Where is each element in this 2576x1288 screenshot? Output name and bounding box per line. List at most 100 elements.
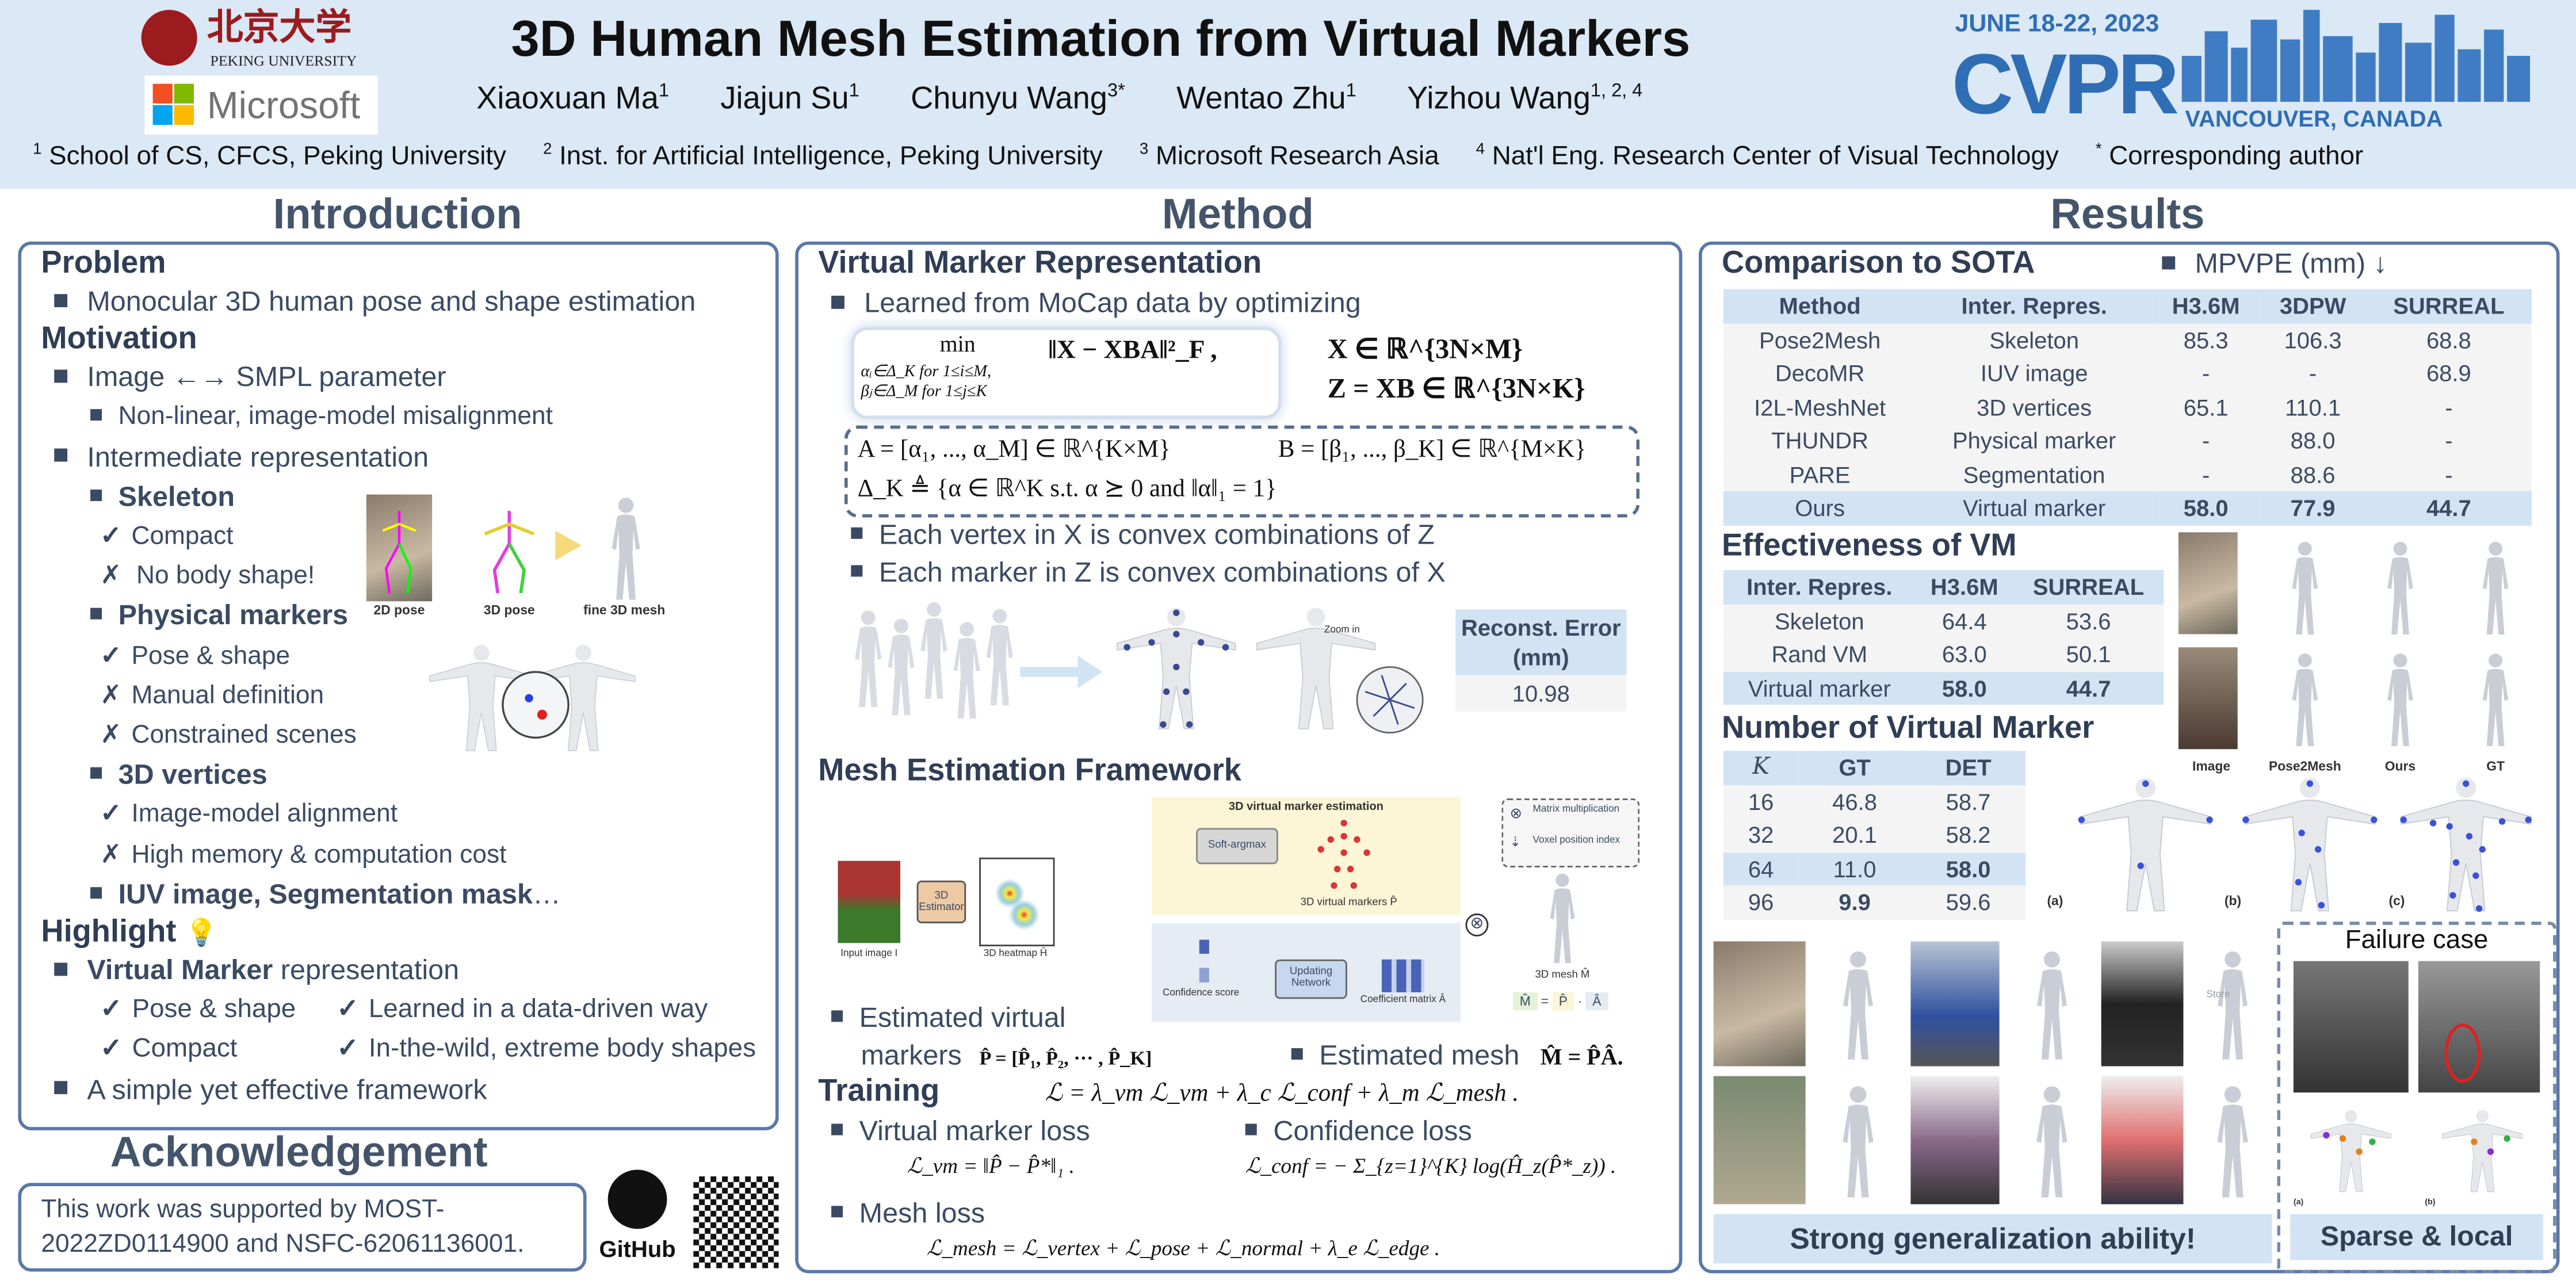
bullet-icon — [54, 449, 68, 462]
table-cell: 68.9 — [2365, 356, 2532, 391]
affiliation: * Corresponding author — [2095, 141, 2363, 171]
formula-objective: ‖X − XBA‖²_F , — [1048, 337, 1217, 365]
bullet-icon — [90, 608, 102, 620]
table-cell: Physical marker — [1916, 423, 2152, 458]
github-link[interactable]: GitHub — [591, 1169, 683, 1271]
gt-result-icon — [2482, 541, 2509, 635]
check-icon: ✓ — [337, 1035, 359, 1064]
delta-definition: Δ_K ≜ {α ∈ ℝ^K s.t. α ⪰ 0 and ‖α‖₁ = 1} — [857, 476, 1277, 503]
pku-logo-cn: 北京大学 — [207, 6, 352, 49]
coefficient-matrix — [1381, 959, 1425, 992]
fig-label: 2D pose — [373, 603, 425, 618]
bullet-icon — [54, 369, 68, 383]
author-name: Chunyu Wang — [911, 82, 1107, 117]
skeleton-label: Skeleton — [118, 481, 235, 513]
lightbulb-icon: 💡 — [185, 920, 218, 948]
metric-label: MPVPE (mm) ↓ — [2195, 248, 2387, 280]
3d-mesh-icon — [1550, 873, 1575, 964]
problem-heading: Problem — [41, 246, 166, 281]
mesh-result-icon — [2218, 951, 2248, 1060]
failure-case-title: Failure case — [2345, 926, 2489, 955]
table-cell: Ours — [1723, 491, 1917, 525]
table-cell: Rand VM — [1723, 637, 1916, 671]
table-cell: 46.8 — [1798, 784, 1911, 819]
introduction-box: Problem Monocular 3D human pose and shap… — [18, 241, 779, 1130]
optimization-formula-box: min αᵢ∈Δ_K for 1≤i≤M,βⱼ∈Δ_M for 1≤j≤K ‖X… — [851, 327, 1282, 419]
table-cell: 11.0 — [1798, 851, 1911, 886]
table-cell: 20.1 — [1798, 818, 1911, 852]
table-cell: 44.7 — [2013, 671, 2164, 705]
aff-sup: * — [2095, 141, 2102, 160]
column-header: Method — [1723, 289, 1917, 323]
highlight-item: In-the-wild, extreme body shapes — [368, 1035, 756, 1064]
mesh-result-icon — [1843, 951, 1874, 1060]
sparse-local-caption: Sparse & local — [2290, 1214, 2543, 1260]
check-icon: ✓ — [100, 996, 123, 1024]
physical-pro: Pose & shape — [131, 641, 291, 670]
example-image — [1713, 1076, 1806, 1205]
eq-equals: = — [1541, 993, 1549, 1009]
table-cell: 88.6 — [2260, 457, 2366, 491]
results-heading: Results — [2050, 189, 2205, 239]
skeleton-con: No body shape! — [136, 562, 315, 590]
intermediate-text: Intermediate representation — [87, 441, 429, 473]
acknowledgement-text: This work was supported by MOST-2022ZD01… — [41, 1196, 525, 1259]
learned-text: Learned from MoCap data by optimizing — [864, 287, 1361, 319]
nonlinear-text: Non-linear, image-model misalignment — [118, 403, 553, 431]
skeleton-figure: 2D pose 3D pose fine 3D mesh — [366, 494, 665, 620]
mef-heading: Mesh Estimation Framework — [818, 754, 1241, 789]
author-sup: 1, 2, 4 — [1590, 82, 1643, 102]
check-icon: ✓ — [100, 522, 122, 551]
generalization-figure: Store — [1713, 941, 2272, 1207]
ms-square-blue-icon — [152, 105, 173, 125]
table-cell: Virtual marker — [1916, 491, 2152, 525]
bullet-icon — [831, 1123, 843, 1136]
legend-matrix: Matrix multiplication — [1532, 805, 1620, 815]
table-cell: 58.0 — [1915, 671, 2013, 705]
motivation-heading: Motivation — [41, 322, 197, 357]
mesh-loss-text: Mesh loss — [859, 1197, 985, 1229]
github-octocat-icon — [607, 1169, 667, 1229]
author: Chunyu Wang3* — [911, 82, 1125, 117]
num-vm-heading: Number of Virtual Marker — [1721, 711, 2095, 746]
coefficient-label: Coefficient matrix Â — [1360, 995, 1446, 1006]
skeleton-pro: Compact — [131, 522, 234, 551]
pku-seal-icon — [141, 10, 197, 66]
example-image — [2178, 647, 2238, 750]
pose2mesh-result-icon — [2292, 653, 2318, 747]
legend-box: ⊗ Matrix multiplication ⇣ Voxel position… — [1501, 798, 1640, 867]
author-list: Xiaoxuan Ma1 Jiajun Su1 Chunyu Wang3* We… — [476, 82, 1685, 119]
table-cell: 53.6 — [2013, 603, 2164, 638]
bullet-icon — [831, 1010, 843, 1022]
reconst-error-value: 10.98 — [1455, 675, 1627, 712]
affiliation: 2 Inst. for Artificial Intelligence, Pek… — [543, 142, 1103, 171]
column-header: SURREAL — [2365, 289, 2532, 323]
pku-logo-en: PEKING UNIVERSITY — [210, 52, 357, 69]
fig-label: fine 3D mesh — [583, 603, 666, 618]
ms-square-red-icon — [152, 83, 173, 104]
virtual-marker-figure — [855, 602, 1424, 734]
fig-label: (c) — [2388, 893, 2405, 909]
framework-text: A simple yet effective framework — [87, 1073, 487, 1106]
bullet-icon — [831, 1206, 843, 1218]
qr-code[interactable] — [690, 1173, 782, 1272]
aff-text: Nat'l Eng. Research Center of Visual Tec… — [1492, 143, 2059, 171]
table-cell: - — [2365, 390, 2532, 424]
num-vm-figure — [2078, 777, 2532, 912]
affiliation-list: 1 School of CS, CFCS, Peking University … — [33, 142, 2393, 173]
estimated-mesh-text: Estimated mesh — [1319, 1039, 1520, 1072]
check-icon: ✓ — [100, 801, 122, 829]
fig-label: Image — [2192, 759, 2231, 774]
table-cell: 64.4 — [1915, 603, 2013, 638]
affiliation: 4 Nat'l Eng. Research Center of Visual T… — [1476, 142, 2059, 171]
introduction-heading: Introduction — [273, 189, 522, 239]
